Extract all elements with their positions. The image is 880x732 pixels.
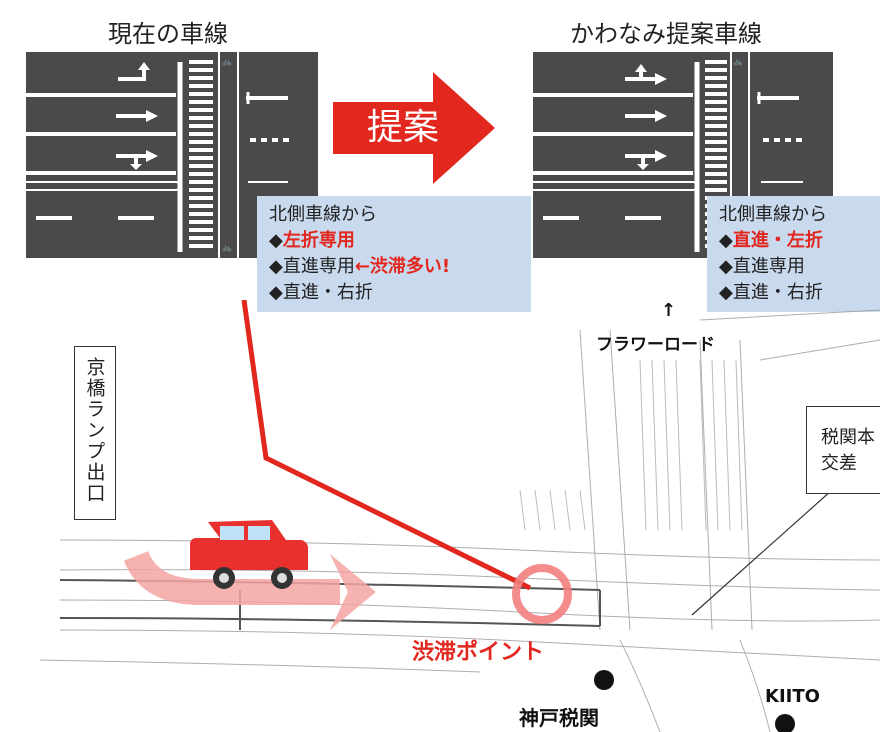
bullet-diamond: ◆ (719, 282, 733, 303)
proposal-info-item: ◆直進・右折 (719, 280, 868, 306)
intersection-label: 税関本 交差 (806, 406, 880, 494)
proposal-info-item: ◆直進専用 (719, 254, 868, 280)
proposal-info-item-text: 直進専用 (732, 256, 805, 277)
congestion-point-label: 渋滞ポイント (412, 640, 545, 665)
current-info-item: ◆直進専用←渋滞多い! (269, 254, 519, 280)
kiito-label: KIITO (765, 686, 820, 707)
intersection-map (39, 300, 880, 732)
congestion-pointer-line (241, 300, 532, 591)
kobe-customs-marker (594, 670, 614, 690)
current-info-item-text: 左折専用 (282, 230, 355, 251)
bullet-diamond: ◆ (719, 230, 733, 251)
svg-text:🚲: 🚲 (222, 243, 232, 252)
congestion-circle (512, 564, 572, 624)
current-info-item: ◆直進・右折 (269, 280, 519, 306)
proposal-lanes-info: 北側車線から ◆直進・左折 ◆直進専用 ◆直進・右折 (707, 196, 880, 312)
current-info-item-text: 直進・右折 (282, 282, 373, 303)
flower-road-arrow: ↑ (661, 300, 677, 321)
flower-road-label: フラワーロード (596, 335, 715, 355)
proposal-info-title: 北側車線から (719, 204, 827, 225)
bullet-diamond: ◆ (719, 256, 733, 277)
svg-text:🚲: 🚲 (222, 57, 232, 66)
proposal-info-item-text: 直進・右折 (732, 282, 823, 303)
proposal-info-item-text: 直進・左折 (732, 230, 823, 251)
current-lanes-info: 北側車線から ◆左折専用 ◆直進専用←渋滞多い! ◆直進・右折 (257, 196, 531, 312)
bullet-diamond: ◆ (269, 230, 283, 251)
current-info-item-text: 直進専用 (282, 256, 355, 277)
current-lanes-diagram: 🚲 🚲 (26, 52, 318, 258)
right-arrow-icon (333, 72, 495, 184)
current-info-item: ◆左折専用 (269, 228, 519, 254)
current-info-title: 北側車線から (269, 204, 377, 225)
kobe-customs-label: 神戸税関 (519, 706, 599, 730)
congestion-warning: ←渋滞多い! (354, 256, 451, 277)
proposal-info-item: ◆直進・左折 (719, 228, 868, 254)
proposal-arrow-label: 提案 (367, 107, 440, 148)
proposal-arrow: 提案 (333, 72, 495, 184)
bullet-diamond: ◆ (269, 282, 283, 303)
car-icon (190, 520, 308, 589)
current-lanes-heading: 現在の車線 (108, 20, 228, 48)
svg-text:🚲: 🚲 (733, 57, 743, 66)
ramp-exit-label: 京橋ランプ出口 (74, 346, 116, 520)
proposal-lanes-heading: かわなみ提案車線 (570, 20, 762, 48)
kiito-marker (775, 714, 795, 732)
bullet-diamond: ◆ (269, 256, 283, 277)
